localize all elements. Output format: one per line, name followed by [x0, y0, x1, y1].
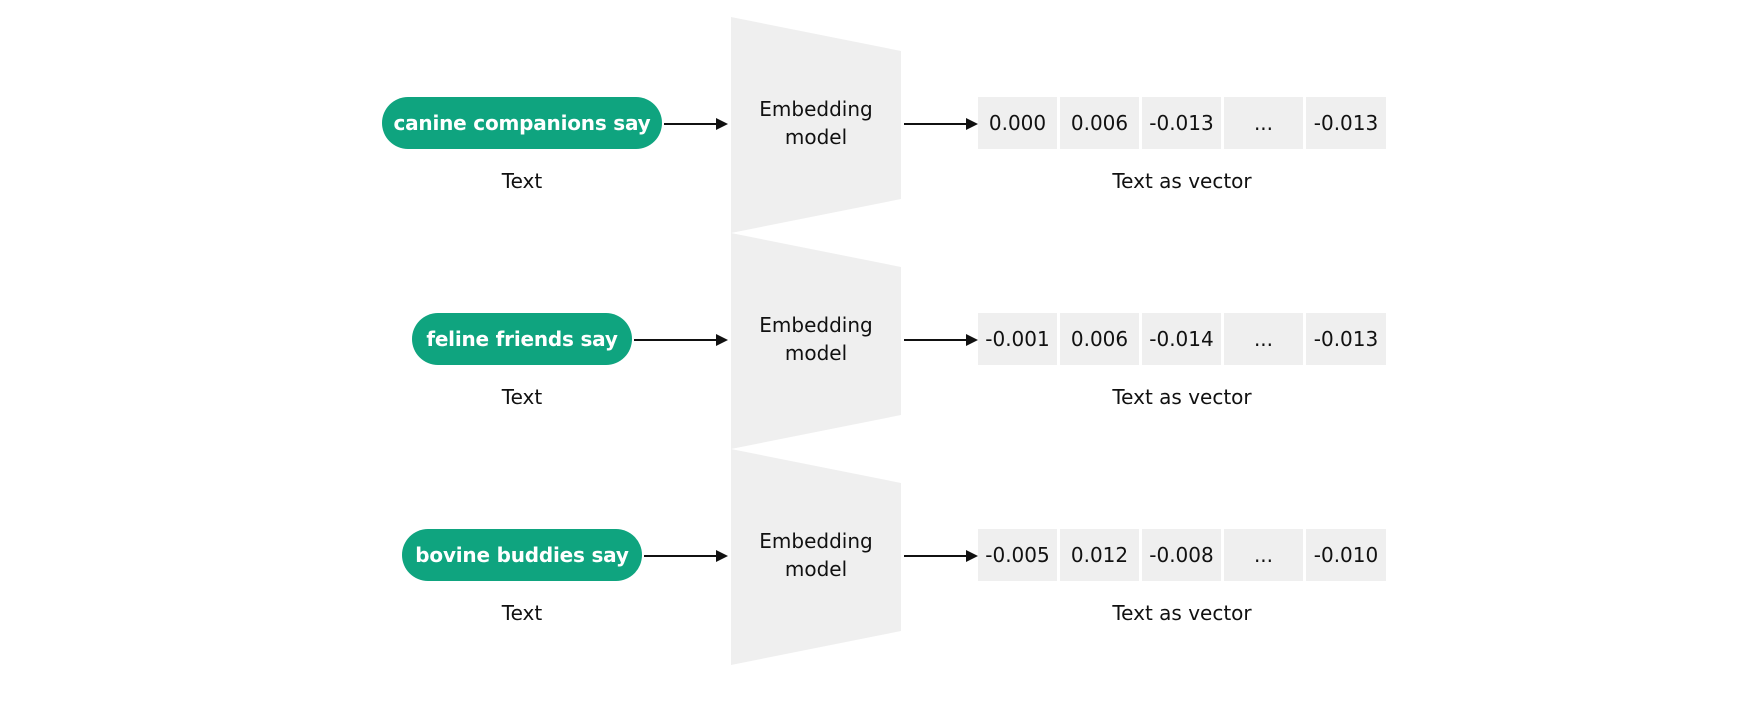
vector-cell: -0.013: [1306, 313, 1386, 365]
vector-cell: -0.001: [978, 313, 1057, 365]
embedding-row-3: bovine buddies say Text Embedding model …: [0, 449, 1752, 665]
vector-cell: -0.013: [1142, 97, 1221, 149]
model-label-line1: Embedding: [759, 529, 873, 553]
input-text-pill: feline friends say: [412, 313, 632, 365]
vector-cell: 0.000: [978, 97, 1057, 149]
vector-cells: -0.005 0.012 -0.008 ... -0.010: [978, 529, 1386, 581]
vector-caption: Text as vector: [1112, 601, 1252, 625]
embedding-row-2: feline friends say Text Embedding model …: [0, 233, 1752, 449]
vector-cell: -0.010: [1306, 529, 1386, 581]
arrow-to-model: [664, 118, 728, 130]
vector-cell-ellipsis: ...: [1224, 529, 1303, 581]
arrow-to-vector: [904, 118, 978, 130]
vector-cell: -0.008: [1142, 529, 1221, 581]
vector-caption: Text as vector: [1112, 385, 1252, 409]
vector-cells: -0.001 0.006 -0.014 ... -0.013: [978, 313, 1386, 365]
vector-cell: -0.013: [1306, 97, 1386, 149]
embedding-model-shape: [731, 17, 901, 233]
input-caption: Text: [501, 601, 543, 625]
vector-cell: -0.005: [978, 529, 1057, 581]
input-caption: Text: [501, 169, 543, 193]
input-caption: Text: [501, 385, 543, 409]
embedding-model-shape: [731, 449, 901, 665]
model-label-line1: Embedding: [759, 97, 873, 121]
embedding-model-shape: [731, 233, 901, 449]
arrow-to-vector: [904, 334, 978, 346]
model-label-line1: Embedding: [759, 313, 873, 337]
input-text-pill: bovine buddies say: [402, 529, 642, 581]
input-text-pill: canine companions say: [382, 97, 662, 149]
vector-cells: 0.000 0.006 -0.013 ... -0.013: [978, 97, 1386, 149]
vector-cell: 0.006: [1060, 97, 1139, 149]
vector-cell-ellipsis: ...: [1224, 97, 1303, 149]
vector-cell: 0.012: [1060, 529, 1139, 581]
vector-cell: 0.006: [1060, 313, 1139, 365]
embedding-model-label: Embedding model: [729, 311, 903, 367]
embedding-model-label: Embedding model: [729, 527, 903, 583]
model-label-line2: model: [784, 557, 848, 581]
arrow-to-model: [644, 550, 728, 562]
vector-cell-ellipsis: ...: [1224, 313, 1303, 365]
vector-caption: Text as vector: [1112, 169, 1252, 193]
embedding-model-label: Embedding model: [729, 95, 903, 151]
vector-cell: -0.014: [1142, 313, 1221, 365]
model-label-line2: model: [784, 125, 848, 149]
embedding-row-1: canine companions say Text Embedding mod…: [0, 17, 1752, 233]
model-label-line2: model: [784, 341, 848, 365]
arrow-to-vector: [904, 550, 978, 562]
arrow-to-model: [634, 334, 728, 346]
